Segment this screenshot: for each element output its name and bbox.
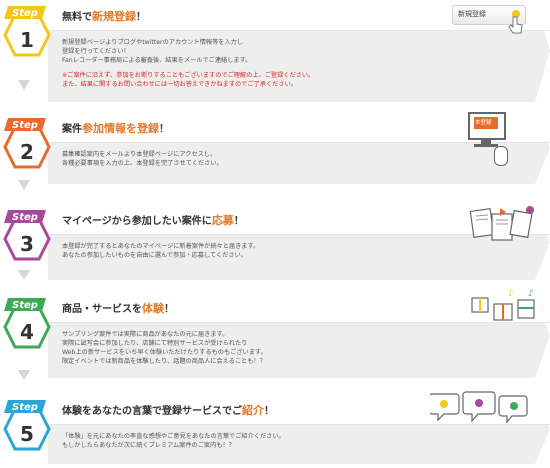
step-title: マイページから参加したい案件に応募！ xyxy=(62,214,244,227)
step-badge-4: Step 4 xyxy=(2,294,52,350)
step-description: 募集確認案内をメールより本登録ページにアクセスし、 各種必要事項を入力の上、本登… xyxy=(62,151,223,167)
svg-text:♪: ♪ xyxy=(508,289,514,299)
down-arrow-icon xyxy=(18,270,30,280)
step-2: Step 2 案件参加情報を登録！ 募集確認案内をメールより本登録ページにアクセ… xyxy=(0,112,550,190)
step-5: Step 5 体験をあなたの言葉で登録サービスでご紹介！ 「体験」を元にあなたの… xyxy=(0,391,550,464)
step-title: 案件参加情報を登録！ xyxy=(62,122,169,135)
step-badge-2: Step 2 xyxy=(2,114,52,170)
step-title: 無料で新規登録！ xyxy=(62,10,146,23)
step-description: 「体験」を元にあなたの率直な感想やご意見をあなたの言葉でご紹介ください。 もしか… xyxy=(62,433,285,449)
gifts-icon: ♪ ♪ xyxy=(468,286,544,326)
step-tag: Step xyxy=(12,212,38,223)
step-description: 新規登録ページよりブログやtwitterのアカウント情報等を入力し 登録を行って… xyxy=(62,39,315,88)
step-title: 商品・サービスを体験！ xyxy=(62,302,174,315)
step-description: 本登録が完了するとあなたのマイページに新着案件が続々と届きます。 あなたの参加し… xyxy=(62,243,260,259)
step-tag: Step xyxy=(12,300,38,311)
step-4: Step 4 商品・サービスを体験！ サンプリング案件では実際に商品があなたの元… xyxy=(0,289,550,380)
step-tag: Step xyxy=(12,8,38,19)
step-number: 1 xyxy=(20,28,34,52)
down-arrow-icon xyxy=(18,370,30,380)
down-arrow-icon xyxy=(18,80,30,90)
computer-icon: 本登録 xyxy=(466,112,522,174)
step-number: 5 xyxy=(20,422,34,446)
svg-text:♪: ♪ xyxy=(528,289,534,299)
step-description: サンプリング案件では実際に商品があなたの元に届きます。 実際に試写会に参加したり… xyxy=(62,331,267,365)
down-arrow-icon xyxy=(18,180,30,190)
warning-text: ※ご案件に沿えず、参加をお断りすることもございますのでご理解の上、ご登録ください… xyxy=(62,72,315,79)
step-tag: Step xyxy=(12,120,38,131)
speech-bubbles-icon xyxy=(428,390,530,426)
step-title: 体験をあなたの言葉で登録サービスでご紹介！ xyxy=(62,404,274,417)
step-1: Step 1 無料で新規登録！ 新規登録ページよりブログやtwitterのアカウ… xyxy=(0,0,550,102)
step-badge-1: Step 1 xyxy=(2,2,52,58)
step-number: 4 xyxy=(20,320,34,344)
documents-icon xyxy=(469,204,540,244)
step-3: Step 3 マイページから参加したい案件に応募！ 本登録が完了するとあなたのマ… xyxy=(0,204,550,280)
signup-button-icon: 新規登録 xyxy=(452,5,532,35)
step-number: 3 xyxy=(20,232,34,256)
step-tag: Step xyxy=(12,402,38,413)
warning-text: また、結果に関するお問い合わせには一切お答えできかねますのでご了承ください。 xyxy=(62,81,297,88)
step-badge-5: Step 5 xyxy=(2,396,52,452)
step-badge-3: Step 3 xyxy=(2,206,52,262)
step-number: 2 xyxy=(20,140,34,164)
